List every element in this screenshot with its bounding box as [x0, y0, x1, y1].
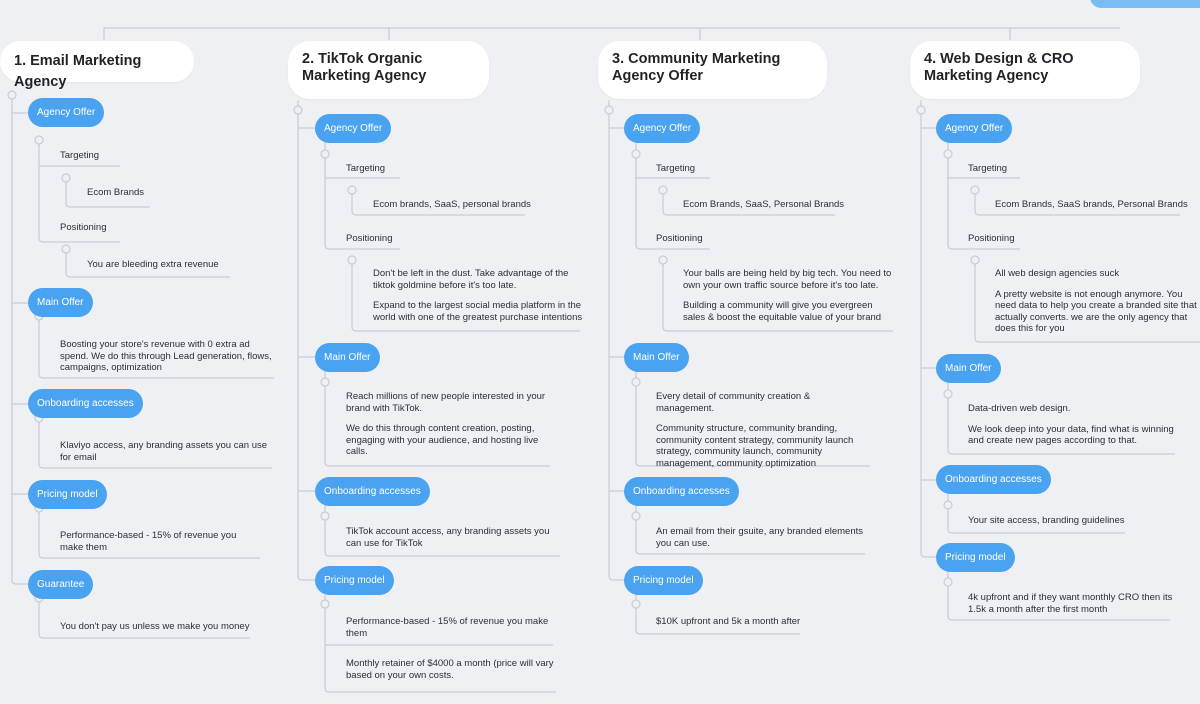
column-3-onboarding[interactable]: Onboarding accesses — [624, 477, 739, 506]
column-1-agency-offer[interactable]: Agency Offer — [28, 98, 105, 127]
column-4-targeting-value[interactable]: Ecom Brands, SaaS brands, Personal Brand… — [995, 199, 1188, 210]
column-2-agency-offer[interactable]: Agency Offer — [315, 114, 392, 143]
column-1-guarantee-value[interactable]: You don't pay us unless we make you mone… — [60, 621, 250, 632]
positioning-line: You are bleeding extra revenue — [87, 259, 219, 270]
column-1-pricing-model[interactable]: Pricing model — [28, 480, 107, 509]
column-3-main-offer[interactable]: Main Offer — [624, 343, 689, 372]
column-2-targeting[interactable]: Targeting — [346, 163, 386, 174]
positioning-line: Your balls are being held by big tech. Y… — [683, 268, 892, 291]
column-3-targeting[interactable]: Targeting — [656, 163, 696, 174]
column-2-pricing-model[interactable]: Pricing model — [315, 566, 394, 595]
pricing-line: Performance-based - 15% of revenue you m… — [60, 530, 237, 553]
column-1-targeting[interactable]: Targeting — [60, 150, 100, 161]
column-2-pricing-value[interactable]: Performance-based - 15% of revenue you m… — [346, 616, 556, 681]
column-4-positioning[interactable]: Positioning — [968, 233, 1015, 244]
column-4-positioning-value[interactable]: All web design agencies suck A pretty we… — [995, 268, 1200, 335]
main-offer-line: Every detail of community creation & man… — [656, 391, 811, 414]
main-offer-line: We look deep into your data, find what i… — [968, 423, 1174, 447]
column-4-title[interactable]: 4. Web Design & CRO Marketing Agency — [910, 41, 1140, 99]
column-4-pricing-value[interactable]: 4k upfront and if they want monthly CRO … — [968, 592, 1173, 615]
main-offer-line: Community structure, community branding,… — [656, 423, 854, 469]
column-1-main-offer[interactable]: Main Offer — [28, 288, 93, 317]
pricing-line: 4k upfront and if they want monthly CRO … — [968, 592, 1173, 615]
column-4-main-offer[interactable]: Main Offer — [936, 354, 1001, 383]
column-1-main-offer-value[interactable]: Boosting your store's revenue with 0 ext… — [60, 339, 275, 374]
column-2-main-offer-value[interactable]: Reach millions of new people interested … — [346, 391, 551, 458]
column-2-main-offer[interactable]: Main Offer — [315, 343, 380, 372]
column-3-agency-offer[interactable]: Agency Offer — [624, 114, 701, 143]
main-offer-line: Reach millions of new people interested … — [346, 391, 546, 414]
column-2-title[interactable]: 2. TikTok Organic Marketing Agency — [288, 41, 489, 99]
column-4-onboarding[interactable]: Onboarding accesses — [936, 465, 1051, 494]
column-1-targeting-value[interactable]: Ecom Brands — [87, 187, 145, 198]
column-3-pricing-value[interactable]: $10K upfront and 5k a month after — [656, 616, 836, 628]
main-offer-line: Boosting your store's revenue with 0 ext… — [60, 339, 272, 373]
column-3-title[interactable]: 3. Community Marketing Agency Offer — [598, 41, 827, 99]
pricing-line: Monthly retainer of $4000 a month (price… — [346, 658, 554, 681]
column-1-positioning-value[interactable]: You are bleeding extra revenue — [87, 259, 267, 271]
column-2-onboarding[interactable]: Onboarding accesses — [315, 477, 430, 506]
positioning-line: Building a community will give you everg… — [683, 300, 882, 323]
positioning-line: Expand to the largest social media platf… — [373, 300, 583, 323]
positioning-line: Don't be left in the dust. Take advantag… — [373, 268, 569, 291]
column-2-onboarding-value[interactable]: TikTok account access, any branding asse… — [346, 526, 550, 549]
positioning-line: A pretty website is not enough anymore. … — [995, 288, 1197, 335]
column-2-targeting-value[interactable]: Ecom brands, SaaS, personal brands — [373, 199, 531, 210]
column-2-positioning-value[interactable]: Don't be left in the dust. Take advantag… — [373, 268, 585, 323]
column-3-onboarding-value[interactable]: An email from their gsuite, any branded … — [656, 526, 863, 549]
pricing-line: $10K upfront and 5k a month after — [656, 616, 801, 627]
column-4-targeting[interactable]: Targeting — [968, 163, 1008, 174]
main-offer-line: We do this through content creation, pos… — [346, 423, 539, 457]
root-node-partial[interactable] — [1090, 0, 1200, 8]
column-1-onboarding[interactable]: Onboarding accesses — [28, 389, 143, 418]
column-3-pricing-model[interactable]: Pricing model — [624, 566, 703, 595]
column-4-onboarding-value[interactable]: Your site access, branding guidelines — [968, 515, 1125, 526]
column-4-pricing-model[interactable]: Pricing model — [936, 543, 1015, 572]
column-3-positioning-value[interactable]: Your balls are being held by big tech. Y… — [683, 268, 895, 323]
column-3-main-offer-value[interactable]: Every detail of community creation & man… — [656, 391, 870, 469]
column-1-pricing-value[interactable]: Performance-based - 15% of revenue you m… — [60, 530, 260, 553]
column-3-targeting-value[interactable]: Ecom Brands, SaaS, Personal Brands — [683, 199, 845, 210]
column-1-onboarding-value[interactable]: Klaviyo access, any branding assets you … — [60, 440, 268, 463]
pricing-line: Performance-based - 15% of revenue you m… — [346, 616, 549, 639]
column-1-title[interactable]: 1. Email Marketing Agency — [0, 41, 194, 90]
column-3-positioning[interactable]: Positioning — [656, 233, 703, 244]
positioning-line: All web design agencies suck — [995, 268, 1120, 279]
main-offer-line: Data-driven web design. — [968, 403, 1071, 414]
column-1-guarantee[interactable]: Guarantee — [28, 570, 94, 599]
column-1-positioning[interactable]: Positioning — [60, 222, 107, 233]
column-4-agency-offer[interactable]: Agency Offer — [936, 114, 1013, 143]
column-2-positioning[interactable]: Positioning — [346, 233, 393, 244]
column-4-main-offer-value[interactable]: Data-driven web design. We look deep int… — [968, 403, 1178, 447]
